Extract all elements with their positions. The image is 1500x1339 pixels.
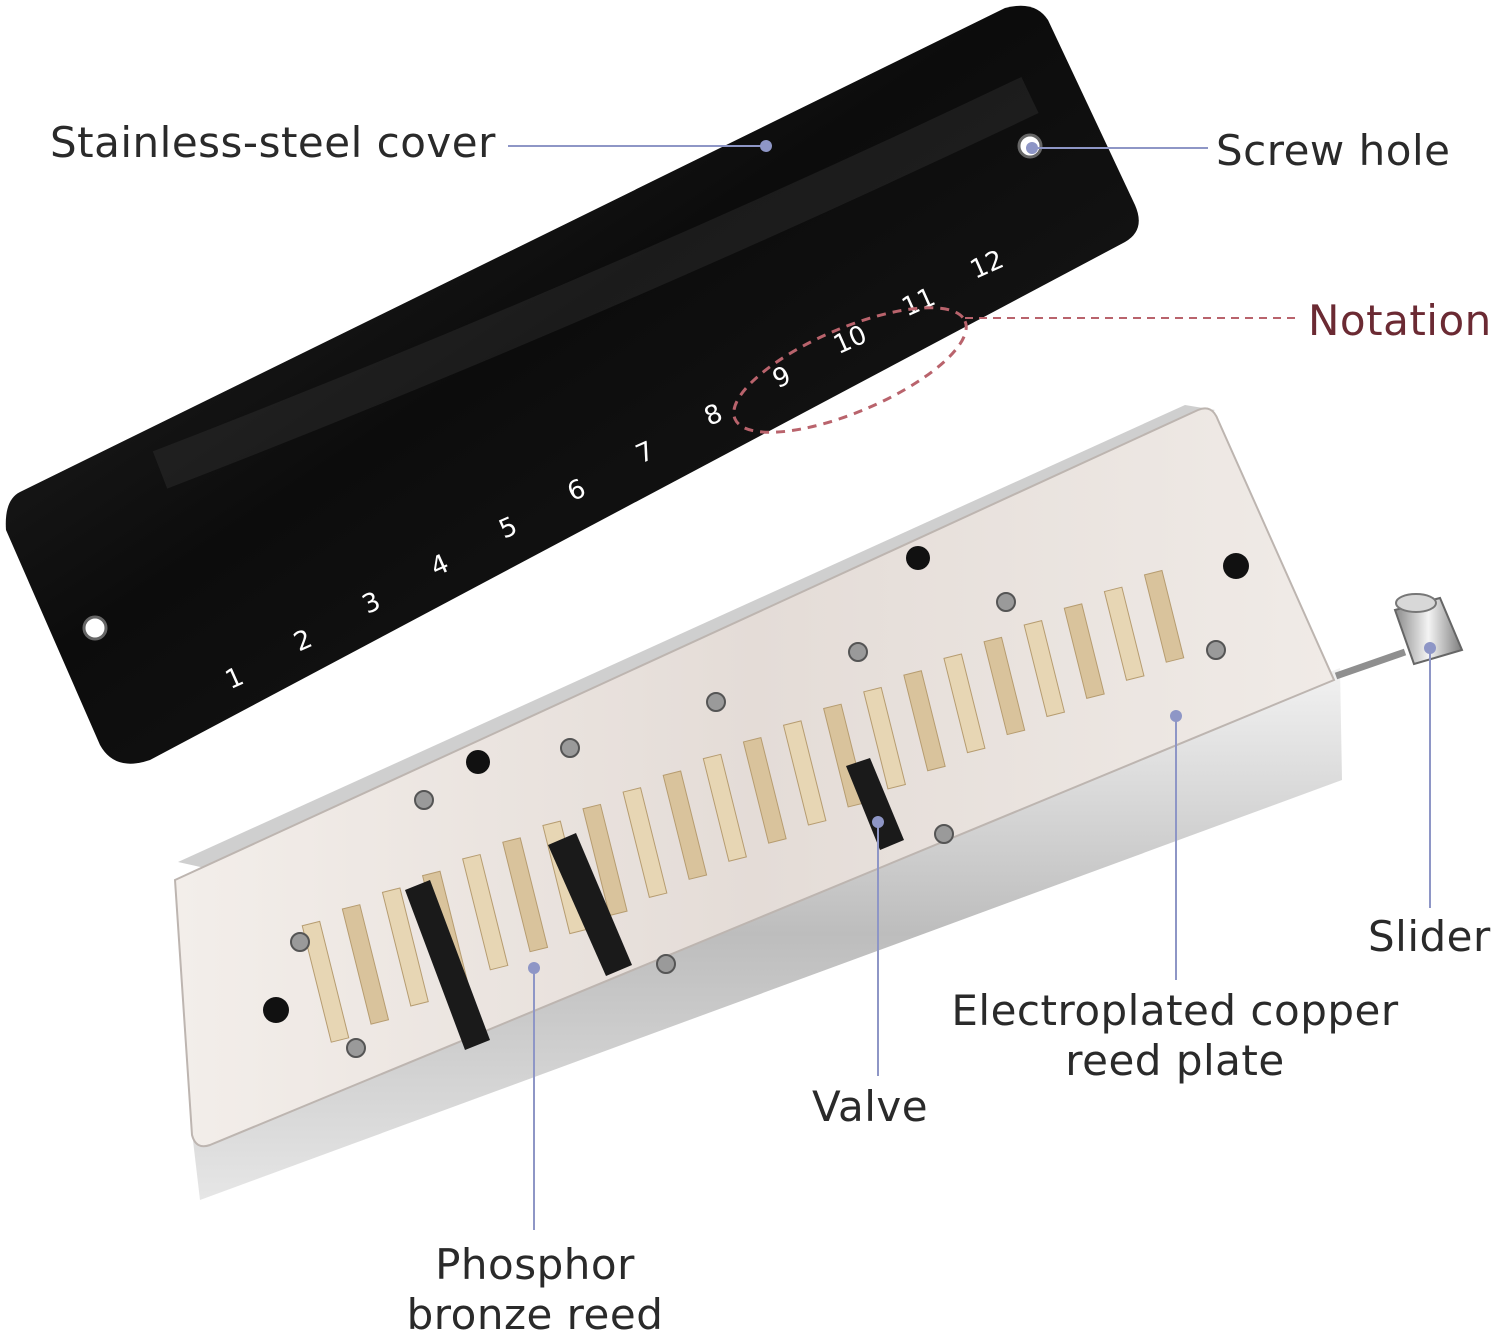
label-valve: Valve <box>812 1082 929 1131</box>
leader-dot-cover <box>760 140 772 152</box>
plate-screw <box>290 932 310 952</box>
leader-lines <box>508 140 1436 1230</box>
reed-slot <box>502 837 549 953</box>
cover-body <box>5 5 1139 764</box>
harmonica-body <box>173 405 1464 1200</box>
reed-slot <box>702 753 747 862</box>
plate-screw <box>656 954 676 974</box>
label-notation: Notation <box>1308 296 1492 345</box>
reed-slot <box>1023 620 1066 718</box>
valve-strip <box>405 880 490 1050</box>
plate-rivet-hole <box>263 997 289 1023</box>
reed-slot <box>462 853 509 971</box>
plate-screw <box>346 1038 366 1058</box>
reed-slot <box>983 636 1026 736</box>
plate-rivet-hole <box>1223 553 1249 579</box>
plate-screw <box>414 790 434 810</box>
leader-dot-reed <box>528 962 540 974</box>
label-reed-line2: bronze reed <box>406 1289 664 1339</box>
plate-screw <box>706 692 726 712</box>
reed-slot <box>742 736 787 844</box>
reed-slot <box>622 787 668 899</box>
leader-dot-screw-hole <box>1026 142 1038 154</box>
cover-screw-hole-left <box>82 615 108 641</box>
label-reed-plate-line1: Electroplated copper <box>951 986 1399 1035</box>
plate-screw <box>560 738 580 758</box>
leader-dot-slider <box>1424 642 1436 654</box>
notation-highlight-ellipse <box>732 306 968 434</box>
slider-knob-top <box>1395 593 1437 613</box>
label-screw-hole: Screw hole <box>1216 126 1451 175</box>
label-reed-plate: Electroplated copper reed plate <box>940 986 1410 1085</box>
slider-rod <box>1334 648 1407 680</box>
plate-screw <box>848 642 868 662</box>
valve-strip <box>548 833 632 976</box>
reed-slot <box>782 720 827 826</box>
leader-dot-valve <box>872 816 884 828</box>
reed-slot <box>863 686 907 790</box>
plate-screw <box>1206 640 1226 660</box>
reed-slot <box>903 670 946 772</box>
label-phosphor-bronze-reed: Phosphor bronze reed <box>385 1240 685 1339</box>
label-reed-line1: Phosphor <box>435 1240 635 1289</box>
plate-rivet-hole <box>906 546 930 570</box>
reed-slot <box>662 770 708 880</box>
reed-slot <box>341 904 390 1025</box>
reed-slot <box>1143 569 1185 663</box>
label-slider: Slider <box>1368 912 1491 961</box>
plate-screw <box>934 824 954 844</box>
valve-strip <box>846 758 904 850</box>
side-rail <box>190 668 1342 1200</box>
leader-dot-reed-plate <box>1170 710 1182 722</box>
plate-screws <box>290 592 1226 1058</box>
plate-screw <box>996 592 1016 612</box>
label-reed-plate-line2: reed plate <box>1065 1035 1285 1085</box>
reed-slot <box>1103 586 1145 681</box>
reed-slot <box>1063 603 1105 699</box>
reed-slot <box>301 920 350 1043</box>
reed-slot <box>582 803 628 917</box>
reed-slot <box>943 653 986 754</box>
cover-sheen <box>152 76 1039 489</box>
plate-rivet-hole <box>466 750 490 774</box>
reed-slot <box>381 887 429 1007</box>
label-stainless-steel-cover: Stainless-steel cover <box>50 118 496 167</box>
